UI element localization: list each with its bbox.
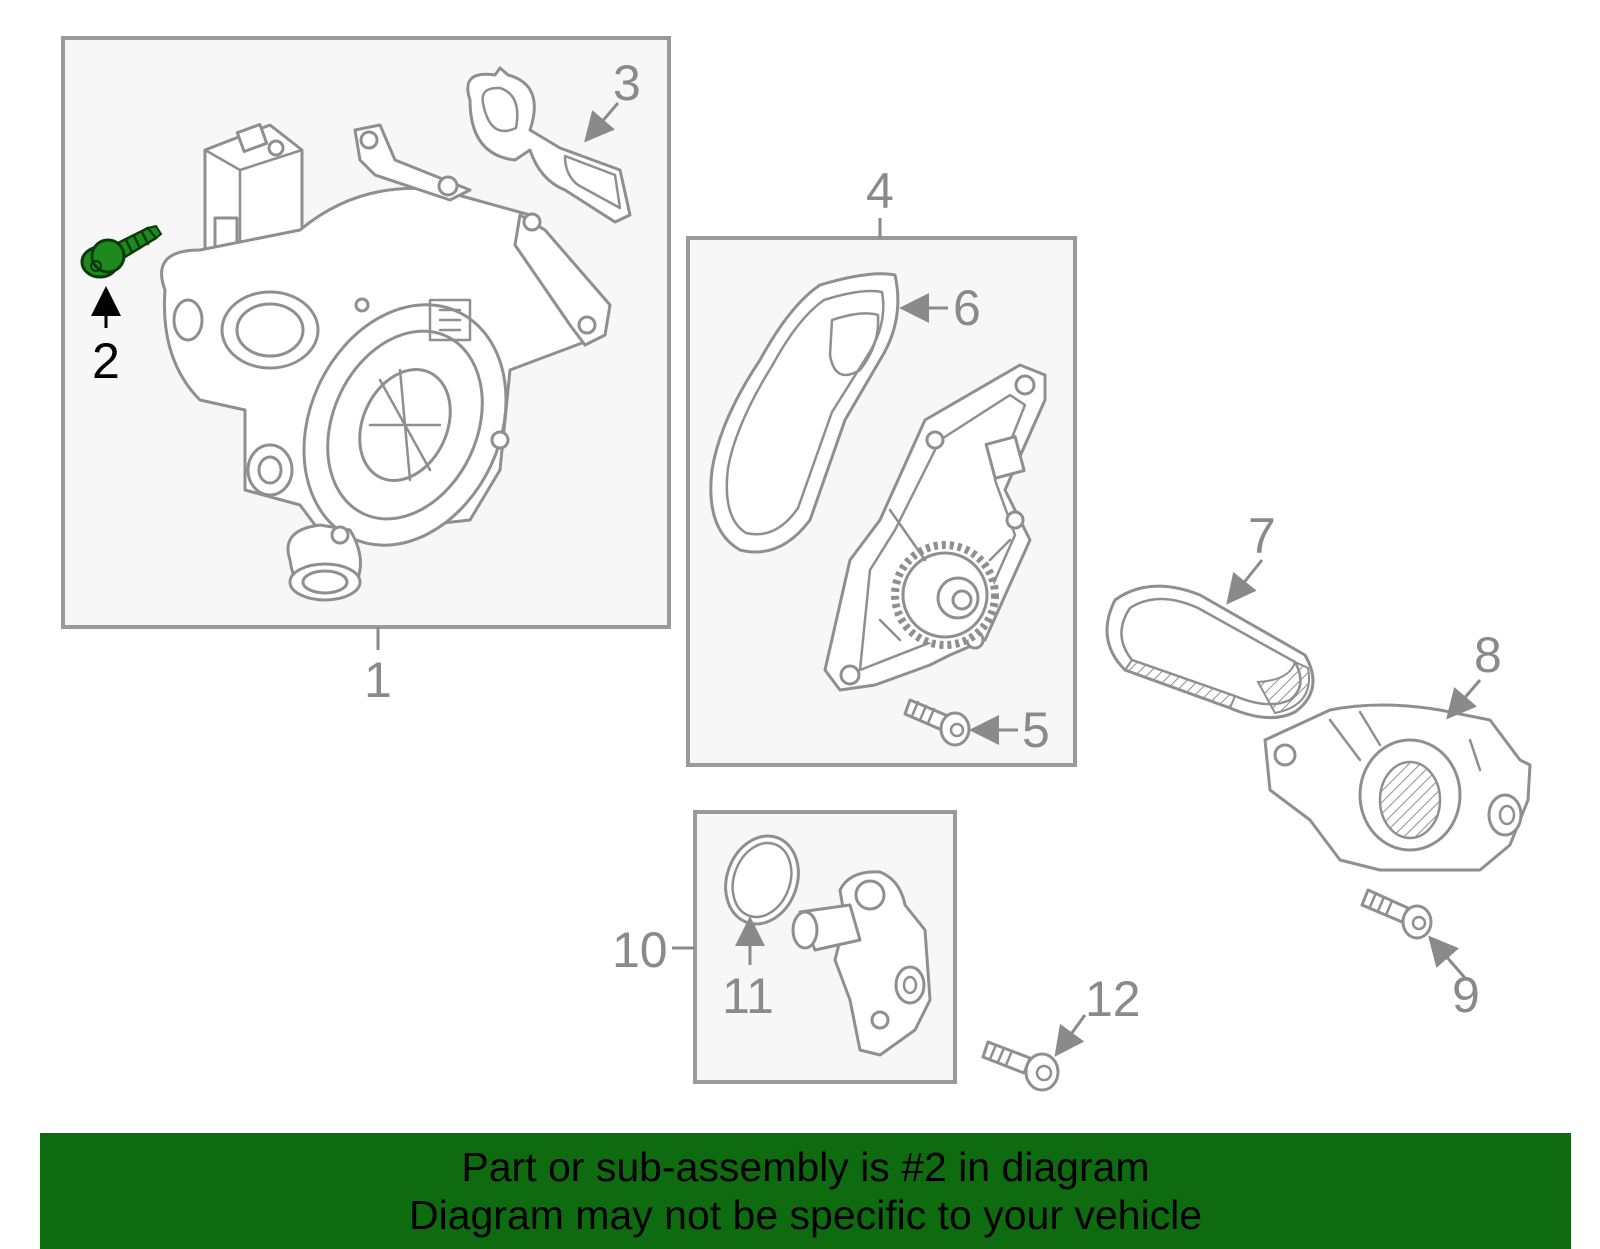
callout-12[interactable]: 12 [1085,971,1141,1027]
leader-3 [584,102,620,143]
leader-8 [1446,679,1482,720]
thermostat-housing[interactable] [791,870,932,1057]
water-pump[interactable] [823,363,1047,692]
part-12-bolt[interactable] [981,1040,1060,1092]
part-5-bolt[interactable] [903,698,971,747]
water-pump-housing[interactable] [160,122,612,602]
callout-4[interactable]: 4 [866,163,894,219]
part-2-bolt[interactable] [80,224,163,279]
callout-7[interactable]: 7 [1248,508,1276,564]
part-7-belt[interactable] [1105,584,1315,720]
callout-8[interactable]: 8 [1474,627,1502,683]
callout-11[interactable]: 11 [722,968,774,1024]
callout-3[interactable]: 3 [613,55,641,111]
callout-2[interactable]: 2 [92,333,120,389]
leader-9 [1428,935,1467,979]
callout-1[interactable]: 1 [364,652,392,708]
callout-9[interactable]: 9 [1452,967,1480,1023]
banner-line-2: Diagram may not be specific to your vehi… [408,1192,1202,1238]
leader-7 [1226,559,1264,605]
callout-5[interactable]: 5 [1022,702,1050,758]
callout-6[interactable]: 6 [953,280,981,336]
callout-10[interactable]: 10 [612,922,668,978]
banner-line-1: Part or sub-assembly is #2 in diagram [461,1144,1150,1190]
info-banner: Part or sub-assembly is #2 in diagram Di… [40,1133,1571,1249]
part-8-cover[interactable] [1263,703,1532,872]
part-3-seal[interactable] [466,66,632,224]
part-9-bolt[interactable] [1360,888,1433,940]
part-6-gasket[interactable] [709,272,900,554]
leader-12 [1054,1014,1087,1057]
